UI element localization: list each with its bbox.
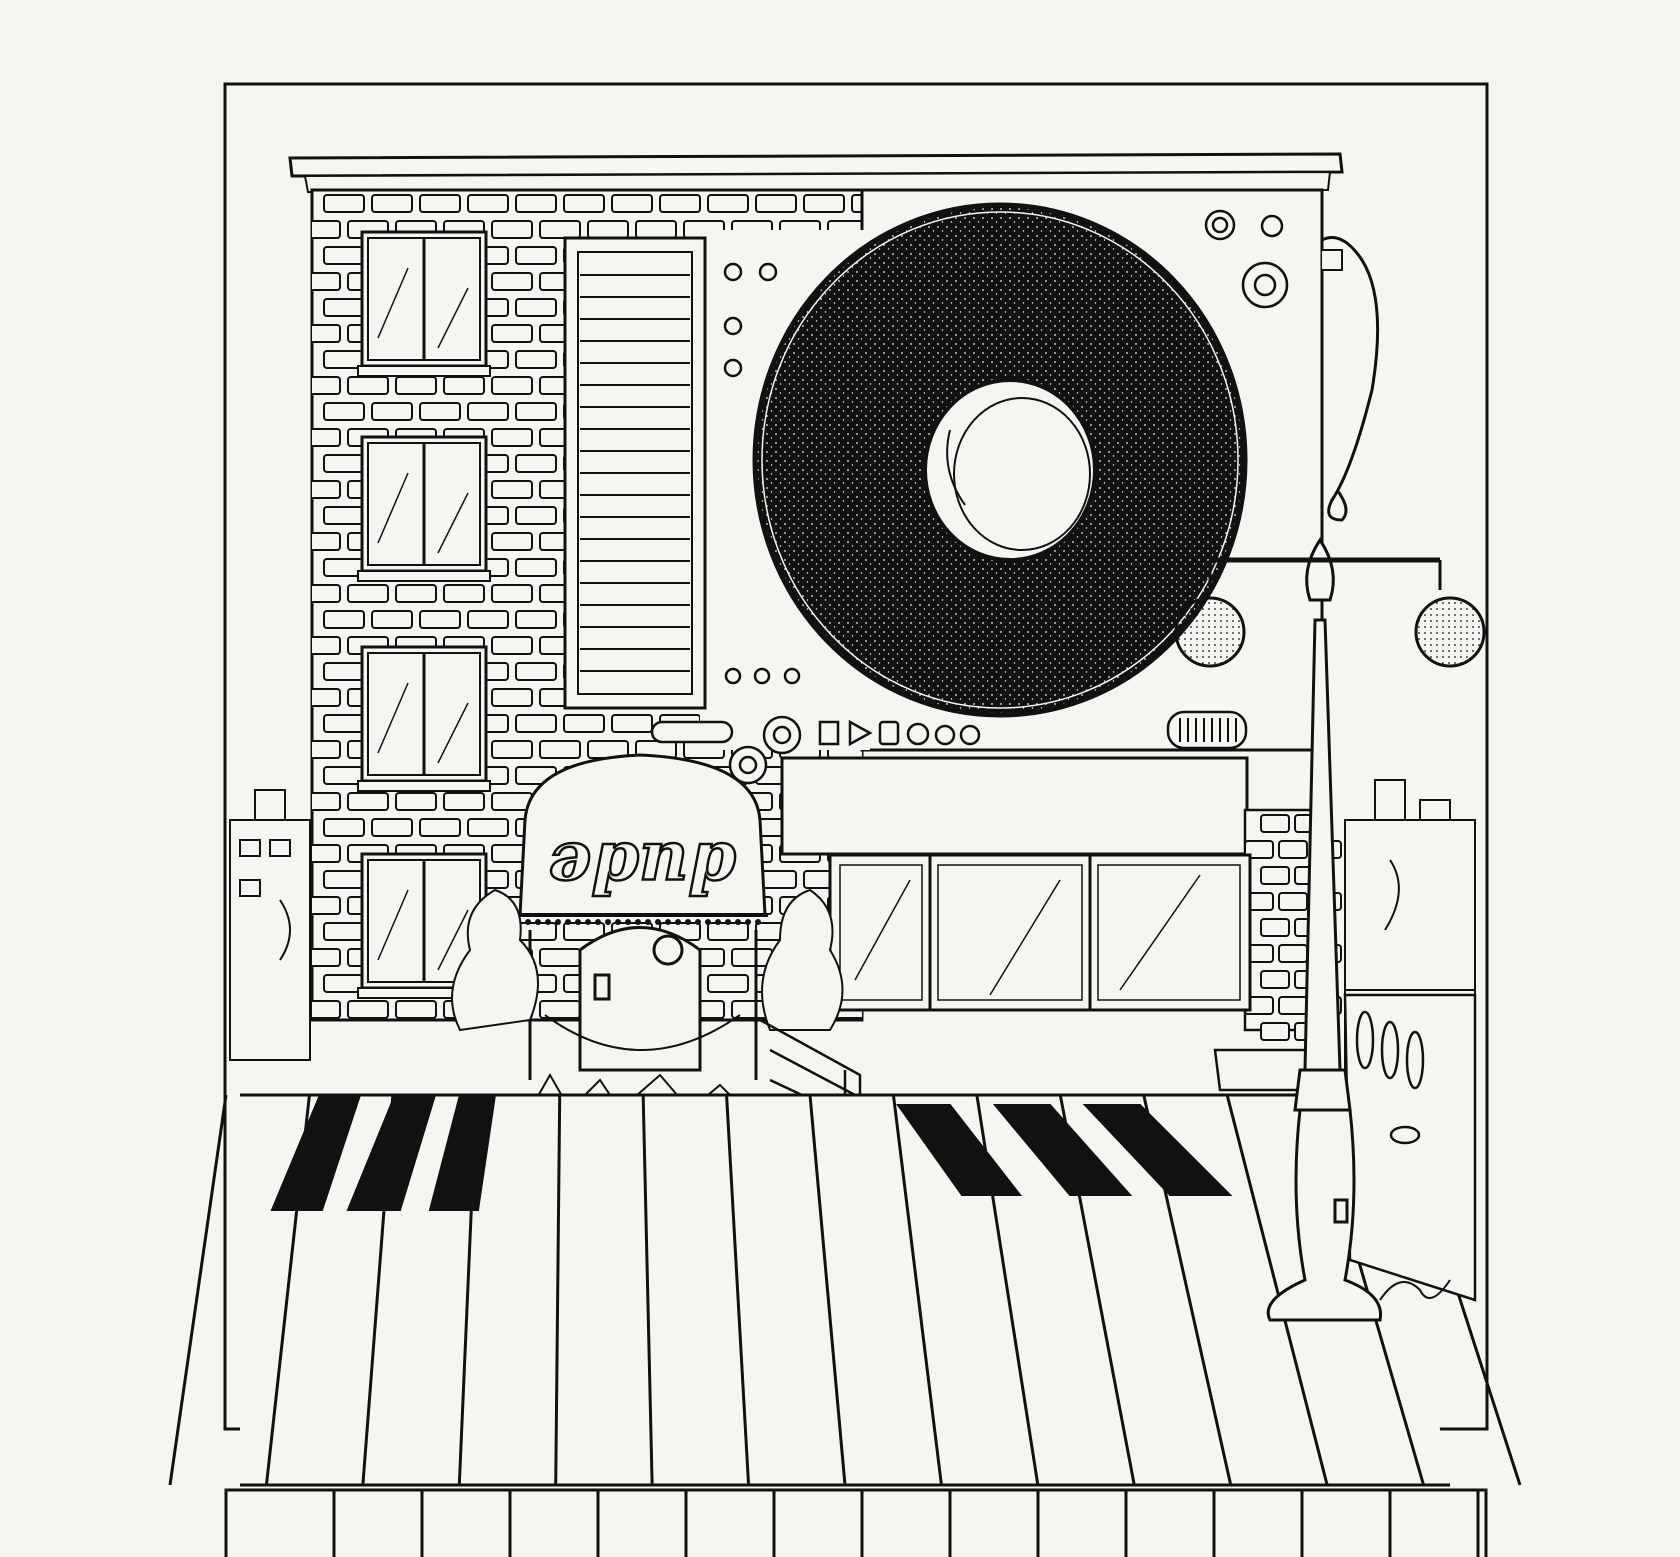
entrance-door — [544, 926, 741, 1072]
entrance-shrubs — [451, 888, 844, 1032]
vinyl-record — [752, 202, 1248, 718]
street-lamp — [1174, 537, 1486, 1322]
building-windows — [357, 230, 491, 999]
building-cornice — [288, 152, 1344, 178]
store-signboard — [780, 756, 1249, 856]
storefront-windows — [828, 853, 1252, 1012]
headphone-cable — [1321, 236, 1380, 522]
lamp-globe-right — [1414, 596, 1486, 668]
lamp-globe-left — [1174, 596, 1246, 668]
entrance-awning: dude — [518, 753, 768, 1080]
background-buildings-left — [229, 789, 311, 1061]
louvered-panel — [563, 236, 707, 710]
turntable-knobs — [650, 209, 1289, 785]
awning-sign: dude — [548, 827, 736, 907]
piano-key-floor — [168, 1093, 1522, 1557]
transport-buttons — [818, 710, 1248, 750]
